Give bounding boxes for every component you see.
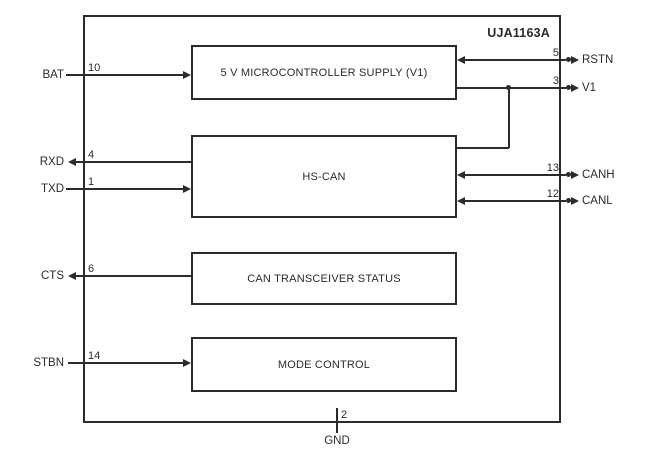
bat-wire (66, 74, 185, 76)
canh-pin-dot-icon (566, 172, 571, 177)
block-v1-supply-label: 5 V MICROCONTROLLER SUPPLY (V1) (220, 66, 428, 79)
cts-wire (76, 275, 191, 277)
txd-wire (66, 188, 183, 190)
v1-pin-dot-icon (566, 85, 571, 90)
pin-label-stbn: STBN (33, 357, 64, 369)
rstn-wire (465, 59, 566, 61)
stbn-arrowhead-icon (183, 359, 191, 367)
pin-number-canl: 12 (546, 188, 559, 200)
v1-branch-vertical-wire (508, 88, 510, 148)
pin-label-v1: V1 (582, 82, 597, 94)
pin-number-canh: 13 (546, 162, 559, 174)
pin-number-v1: 3 (552, 75, 559, 87)
v1-wire (457, 87, 566, 89)
canh-wire (465, 174, 566, 176)
pin-label-canh: CANH (582, 169, 615, 181)
pin-number-cts: 6 (88, 263, 95, 275)
canl-block-arrowhead-icon (457, 197, 465, 205)
rstn-pin-arrowhead-icon (571, 56, 579, 64)
bat-arrowhead-icon (183, 71, 191, 79)
pin-label-bat: BAT (42, 69, 64, 81)
gnd-wire (336, 408, 338, 433)
txd-arrowhead-icon (183, 185, 191, 193)
pin-label-cts: CTS (41, 270, 64, 282)
stbn-wire (68, 362, 183, 364)
pin-label-canl: CANL (582, 195, 613, 207)
block-mode-control: MODE CONTROL (191, 337, 457, 392)
rstn-pin-dot-icon (566, 57, 571, 62)
pin-number-rxd: 4 (88, 149, 95, 161)
canh-block-arrowhead-icon (457, 171, 465, 179)
block-v1-supply: 5 V MICROCONTROLLER SUPPLY (V1) (191, 45, 457, 100)
block-can-transceiver-status-label: CAN TRANSCEIVER STATUS (247, 272, 401, 285)
pin-label-txd: TXD (41, 183, 64, 195)
block-hs-can: HS-CAN (191, 135, 457, 218)
rstn-block-arrowhead-icon (457, 56, 465, 64)
pin-number-stbn: 14 (88, 350, 101, 362)
canl-pin-dot-icon (566, 198, 571, 203)
pin-label-rxd: RXD (39, 156, 64, 168)
canh-pin-arrowhead-icon (571, 171, 579, 179)
rxd-wire (76, 161, 191, 163)
chip-title: UJA1163A (487, 26, 550, 40)
v1-pin-arrowhead-icon (571, 84, 579, 92)
rxd-arrowhead-icon (68, 158, 76, 166)
block-mode-control-label: MODE CONTROL (277, 358, 371, 371)
pin-number-rstn: 5 (552, 47, 559, 59)
pin-number-gnd: 2 (341, 409, 348, 421)
cts-arrowhead-icon (68, 272, 76, 280)
pin-label-gnd: GND (324, 435, 350, 447)
block-can-transceiver-status: CAN TRANSCEIVER STATUS (191, 252, 457, 305)
canl-pin-arrowhead-icon (571, 197, 579, 205)
pin-number-txd: 1 (88, 176, 95, 188)
block-hs-can-label: HS-CAN (302, 170, 346, 183)
v1-junction-dot-icon (506, 85, 511, 90)
pin-label-rstn: RSTN (582, 54, 614, 66)
v1-branch-horizontal-wire (457, 147, 509, 149)
pin-number-bat: 10 (88, 62, 101, 74)
canl-wire (465, 200, 566, 202)
